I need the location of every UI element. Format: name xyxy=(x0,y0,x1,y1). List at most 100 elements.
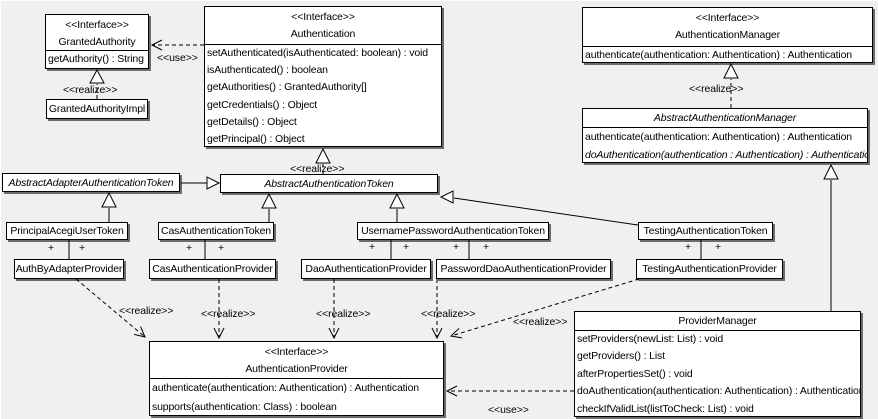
class-name: AbstractAuthenticationManager xyxy=(653,112,797,124)
class-auth-by-adapter-provider: AuthByAdapterProvider xyxy=(14,259,124,279)
class-name: AbstractAdapterAuthenticationToken xyxy=(8,176,174,189)
edge-principalacegiusertoken-extends xyxy=(101,191,117,222)
method: getProviders() : List xyxy=(577,350,665,363)
class-name: TestingAuthenticationToken xyxy=(643,225,768,237)
class-name: GrantedAuthorityImpl xyxy=(48,103,146,115)
class-name: TestingAuthenticationProvider xyxy=(642,263,777,275)
edge-providermanager-extends-abstractauthenticationmanager xyxy=(823,163,839,311)
realize-label: <<realize>> xyxy=(119,305,173,317)
class-authentication-provider: <<Interface>> AuthenticationProvider aut… xyxy=(149,341,444,416)
class-authentication: <<Interface>> Authentication setAuthenti… xyxy=(204,6,442,147)
method-compartment: setProviders(newList: List) : void getPr… xyxy=(575,331,860,418)
method: getDetails() : Object xyxy=(207,115,297,128)
class-testing-authentication-provider: TestingAuthenticationProvider xyxy=(636,259,783,279)
method-compartment: authenticate(authentication: Authenticat… xyxy=(583,47,872,63)
class-granted-authority: <<Interface>> GrantedAuthority getAuthor… xyxy=(45,14,149,69)
plus-label: + xyxy=(453,241,459,253)
realize-label: <<realize>> xyxy=(316,308,370,320)
class-authentication-manager: <<Interface>> AuthenticationManager auth… xyxy=(582,7,873,63)
class-name: AuthenticationManager xyxy=(675,29,780,41)
class-name: PrincipalAcegiUserToken xyxy=(10,225,124,237)
class-name: PasswordDaoAuthenticationProvider xyxy=(440,263,607,275)
method: getAuthority() : String xyxy=(48,53,144,65)
class-granted-authority-impl: GrantedAuthorityImpl xyxy=(46,99,148,119)
method-compartment: getAuthority() : String xyxy=(46,51,148,68)
plus-label: + xyxy=(715,241,721,253)
class-username-password-authentication-token: UsernamePasswordAuthenticationToken xyxy=(357,222,549,240)
edge-grantedauthorityimpl-realizes-grantedauthority xyxy=(89,68,105,99)
plus-label: + xyxy=(403,241,409,253)
method: authenticate(authentication: Authenticat… xyxy=(585,131,852,143)
stereotype-label: <<Interface>> xyxy=(65,19,129,31)
method: authenticate(authentication: Authenticat… xyxy=(585,49,852,61)
method-compartment: authenticate(authentication: Authenticat… xyxy=(150,379,443,416)
method: getAuthorities() : GrantedAuthority[] xyxy=(207,81,367,94)
method: supports(authentication: Class) : boolea… xyxy=(152,400,337,413)
use-label: <<use>> xyxy=(488,404,529,416)
method: checkIfValidList(listToCheck: List) : vo… xyxy=(577,402,754,415)
plus-label: + xyxy=(218,242,224,254)
method-compartment: authenticate(authentication: Authenticat… xyxy=(583,128,867,164)
method: isAuthenticated() : boolean xyxy=(207,64,328,77)
realize-label: <<realize>> xyxy=(513,316,567,328)
edge-usernamepasswordtoken-extends xyxy=(389,192,405,222)
class-name: AuthenticationProvider xyxy=(245,363,348,375)
method: getPrincipal() : Object xyxy=(207,132,305,145)
class-name: GrantedAuthority xyxy=(58,36,136,48)
class-name: DaoAuthenticationProvider xyxy=(305,263,427,275)
plus-label: + xyxy=(79,242,85,254)
class-testing-authentication-token: TestingAuthenticationToken xyxy=(638,222,773,240)
class-header: <<Interface>> GrantedAuthority xyxy=(46,15,148,51)
edge-abstractauthenticationtoken-realizes-authentication xyxy=(315,147,331,174)
class-header: <<Interface>> AuthenticationManager xyxy=(583,8,872,47)
edge-testingtoken-extends xyxy=(439,190,639,226)
plus-label: + xyxy=(483,241,489,253)
plus-label: + xyxy=(369,241,375,253)
stereotype-label: <<Interface>> xyxy=(695,12,760,24)
class-name: ProviderManager xyxy=(678,315,757,327)
class-name: Authentication xyxy=(290,28,356,40)
method: getCredentials() : Object xyxy=(207,98,318,111)
class-name: UsernamePasswordAuthenticationToken xyxy=(361,225,545,237)
stereotype-label: <<Interface>> xyxy=(291,11,355,23)
class-provider-manager: ProviderManager setProviders(newList: Li… xyxy=(574,311,861,417)
plus-label: + xyxy=(685,241,691,253)
method: doAuthentication(authentication: Authent… xyxy=(577,385,860,398)
class-cas-authentication-token: CasAuthenticationToken xyxy=(158,222,274,240)
method: setAuthenticated(isAuthenticated: boolea… xyxy=(207,47,428,59)
edge-abstractadaptertoken-extends-abstracttoken xyxy=(181,176,221,190)
class-header: <<Interface>> AuthenticationProvider xyxy=(150,342,443,379)
class-header: AbstractAuthenticationManager xyxy=(583,109,867,128)
class-header: ProviderManager xyxy=(575,312,860,331)
class-abstract-adapter-authentication-token: AbstractAdapterAuthenticationToken xyxy=(2,173,180,192)
plus-label: + xyxy=(48,242,54,254)
plus-label: + xyxy=(186,242,192,254)
class-name: AbstractAuthenticationToken xyxy=(264,177,394,190)
edge-authbyadapter-realizes-provider xyxy=(75,278,146,338)
class-dao-authentication-provider: DaoAuthenticationProvider xyxy=(301,259,431,279)
class-name: CasAuthenticationProvider xyxy=(152,263,273,275)
realize-label: <<realize>> xyxy=(421,308,475,320)
class-abstract-authentication-token: AbstractAuthenticationToken xyxy=(220,174,438,193)
realize-label: <<realize>> xyxy=(201,308,255,320)
stereotype-label: <<Interface>> xyxy=(264,346,329,358)
realize-label: <<realize>> xyxy=(63,84,117,96)
method: authenticate(authentication: Authenticat… xyxy=(152,382,419,394)
class-principal-acegi-user-token: PrincipalAcegiUserToken xyxy=(6,222,128,240)
class-password-dao-authentication-provider: PasswordDaoAuthenticationProvider xyxy=(436,259,611,279)
class-header: <<Interface>> Authentication xyxy=(205,7,441,45)
edge-casauthenticationtoken-extends xyxy=(261,192,277,222)
use-label: <<use>> xyxy=(157,52,198,64)
method: setProviders(newList: List) : void xyxy=(577,333,724,345)
edge-abstractauthenticationmanager-realizes-authenticationmanager xyxy=(723,62,739,108)
method: afterPropertiesSet() : void xyxy=(577,367,693,380)
method-abstract: doAuthentication(authentication : Authen… xyxy=(585,149,867,161)
method-compartment: setAuthenticated(isAuthenticated: boolea… xyxy=(205,45,441,148)
edge-testingprovider-realizes-provider xyxy=(449,278,640,339)
class-cas-authentication-provider: CasAuthenticationProvider xyxy=(149,259,276,279)
realize-label: <<realize>> xyxy=(689,83,743,95)
class-abstract-authentication-manager: AbstractAuthenticationManager authentica… xyxy=(582,108,868,163)
class-name: AuthByAdapterProvider xyxy=(15,263,123,275)
